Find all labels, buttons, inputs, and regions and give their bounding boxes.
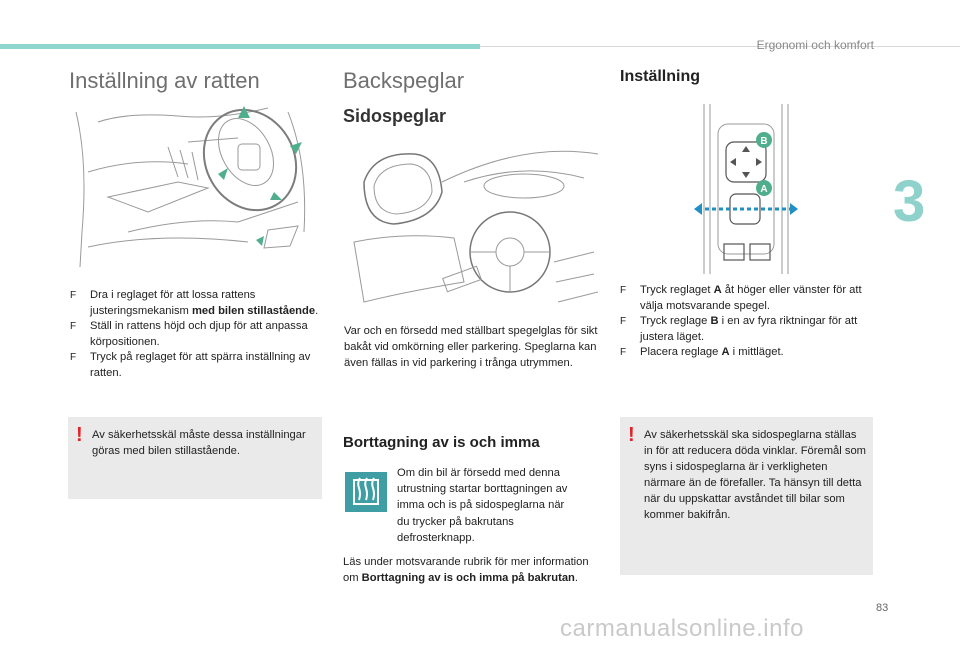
warning-icon: !: [76, 424, 83, 446]
bullet-marker: F: [620, 316, 627, 328]
bullet-marker: F: [620, 285, 627, 296]
mirrors-title: Backspeglar: [343, 68, 465, 93]
chapter-tab: [878, 160, 960, 250]
bullet-marker: F: [70, 352, 77, 364]
chapter-header: Ergonomi och komfort: [756, 38, 874, 52]
label-b: B: [760, 136, 767, 147]
steering-warning-box: ! Av säkerhetsskäl måste dessa inställni…: [68, 417, 322, 499]
bullet-marker: F: [620, 347, 627, 359]
defrost-title: Borttagning av is och imma: [343, 434, 540, 451]
mirror-control-illustration: B A: [694, 104, 798, 274]
reference-link: Borttagning av is och imma på bakrutan: [361, 572, 575, 585]
warning-text: Av säkerhetsskäl ska sidospeglarna ställ…: [644, 429, 866, 521]
mirrors-intro: Var och en försedd med ställbart spegelg…: [344, 325, 598, 370]
steering-wheel-illustration: [68, 102, 322, 272]
warning-icon: !: [628, 424, 635, 446]
page-number: 83: [876, 602, 889, 614]
defrost-text: Om din bil är försedd med denna utrustni…: [397, 467, 568, 544]
defrost-reference: Läs under motsvarande rubrik för mer inf…: [343, 556, 589, 585]
side-mirrors-subtitle: Sidospeglar: [343, 106, 447, 126]
bullet-marker: F: [70, 290, 77, 301]
steering-title: Inställning av ratten: [69, 68, 260, 93]
warning-text: Av säkerhetsskäl måste dessa inställning…: [92, 429, 306, 457]
watermark: carmanualsonline.info: [560, 615, 804, 642]
top-rule: [480, 46, 960, 47]
mirror-warning-box: ! Av säkerhetsskäl ska sidospeglarna stä…: [620, 417, 873, 575]
top-accent-bar: [0, 44, 480, 49]
chapter-number: 3: [893, 169, 926, 234]
side-mirror-illustration: [344, 142, 599, 314]
label-a: A: [760, 184, 767, 195]
adjustment-title: Inställning: [620, 68, 700, 85]
rear-defrost-icon: [345, 472, 387, 512]
bullet-marker: F: [70, 321, 77, 333]
